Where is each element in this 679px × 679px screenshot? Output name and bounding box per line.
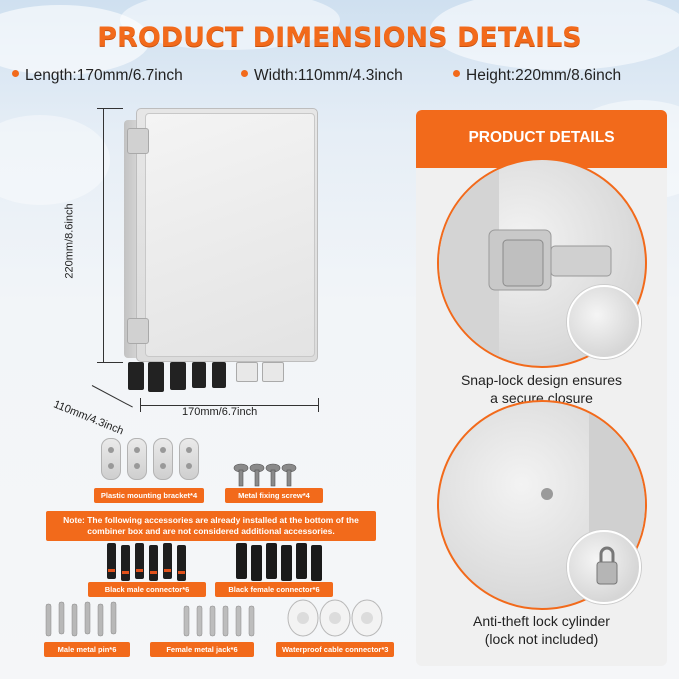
height-dimension-line bbox=[103, 108, 104, 363]
installed-note: Note: The following accessories are alre… bbox=[46, 511, 376, 541]
bracket-icon bbox=[127, 438, 147, 480]
height-spec: Height:220mm/8.6inch bbox=[453, 67, 621, 85]
connector-5 bbox=[212, 362, 226, 388]
cable-glands bbox=[287, 599, 383, 637]
female-connectors bbox=[236, 543, 322, 581]
bullet-icon bbox=[12, 70, 19, 78]
page-title: PRODUCT DIMENSIONS DETAILS bbox=[97, 22, 582, 53]
bracket-icon bbox=[101, 438, 121, 480]
latch-detail-icon bbox=[567, 285, 641, 359]
snap-lock-caption-line1: Snap-lock design ensures bbox=[460, 372, 623, 388]
width-tick-left bbox=[140, 398, 141, 412]
height-tick-top bbox=[97, 108, 123, 109]
padlock-icon bbox=[567, 530, 641, 604]
bracket-label: Plastic mounting bracket*4 bbox=[94, 488, 204, 503]
screws bbox=[233, 463, 297, 487]
details-panel-title: PRODUCT DETAILS bbox=[468, 129, 615, 146]
screw-icon bbox=[233, 463, 297, 487]
male-connectors bbox=[107, 543, 186, 581]
width-dimension-label: 170mm/6.7inch bbox=[182, 406, 258, 418]
male-pins bbox=[45, 601, 117, 637]
height-tick-bottom bbox=[97, 362, 123, 363]
height-text: Height:220mm/8.6inch bbox=[466, 67, 622, 84]
connector-2 bbox=[148, 362, 164, 392]
female-jack-label: Female metal jack*6 bbox=[150, 642, 254, 657]
top-hinge bbox=[127, 128, 149, 154]
connector-3 bbox=[170, 362, 186, 390]
bottom-hinge bbox=[127, 318, 149, 344]
female-connector-label: Black female connector*6 bbox=[215, 582, 333, 597]
depth-dimension-line bbox=[91, 385, 133, 408]
screw-label: Metal fixing screw*4 bbox=[225, 488, 323, 503]
cable-gland-2 bbox=[262, 362, 284, 382]
cable-gland-1 bbox=[236, 362, 258, 382]
cable-connector-label: Waterproof cable connector*3 bbox=[276, 642, 394, 657]
female-jacks bbox=[183, 605, 255, 637]
height-dimension-label: 220mm/8.6inch bbox=[63, 203, 76, 279]
connector-1 bbox=[128, 362, 144, 390]
lock-cylinder-caption-line1: Anti-theft lock cylinder bbox=[473, 613, 610, 629]
width-tick-right bbox=[318, 398, 319, 412]
male-pin-label: Male metal pin*6 bbox=[44, 642, 130, 657]
lock-cylinder-caption: Anti-theft lock cylinder (lock not inclu… bbox=[416, 612, 667, 648]
width-text: Width:110mm/4.3inch bbox=[254, 67, 403, 84]
length-spec: Length:170mm/6.7inch bbox=[12, 67, 183, 85]
width-dimension-line bbox=[140, 405, 318, 406]
depth-dimension-label: 110mm/4.3inch bbox=[51, 398, 126, 438]
snap-lock-caption: Snap-lock design ensures a secure closur… bbox=[416, 371, 667, 407]
bullet-icon bbox=[241, 70, 248, 78]
bullet-icon bbox=[453, 70, 460, 78]
length-text: Length:170mm/6.7inch bbox=[25, 67, 183, 84]
snap-lock-icon bbox=[439, 160, 612, 366]
enclosure-lid bbox=[145, 113, 315, 357]
lock-cylinder-caption-line2: (lock not included) bbox=[484, 631, 599, 647]
width-spec: Width:110mm/4.3inch bbox=[241, 67, 403, 85]
bracket-icon bbox=[153, 438, 173, 480]
connector-4 bbox=[192, 362, 206, 388]
snap-lock-caption-line2: a secure closure bbox=[490, 390, 593, 406]
male-connector-label: Black male connector*6 bbox=[88, 582, 206, 597]
bracket-icon bbox=[179, 438, 199, 480]
